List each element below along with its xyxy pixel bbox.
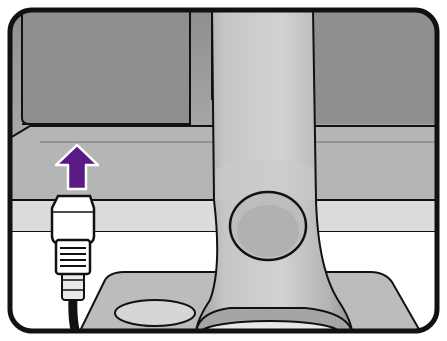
monitor-recess-panel-right (313, 10, 437, 124)
power-plug-icon (52, 196, 94, 274)
monitor-recess-panel (22, 10, 190, 124)
base-cable-hole (115, 300, 195, 326)
